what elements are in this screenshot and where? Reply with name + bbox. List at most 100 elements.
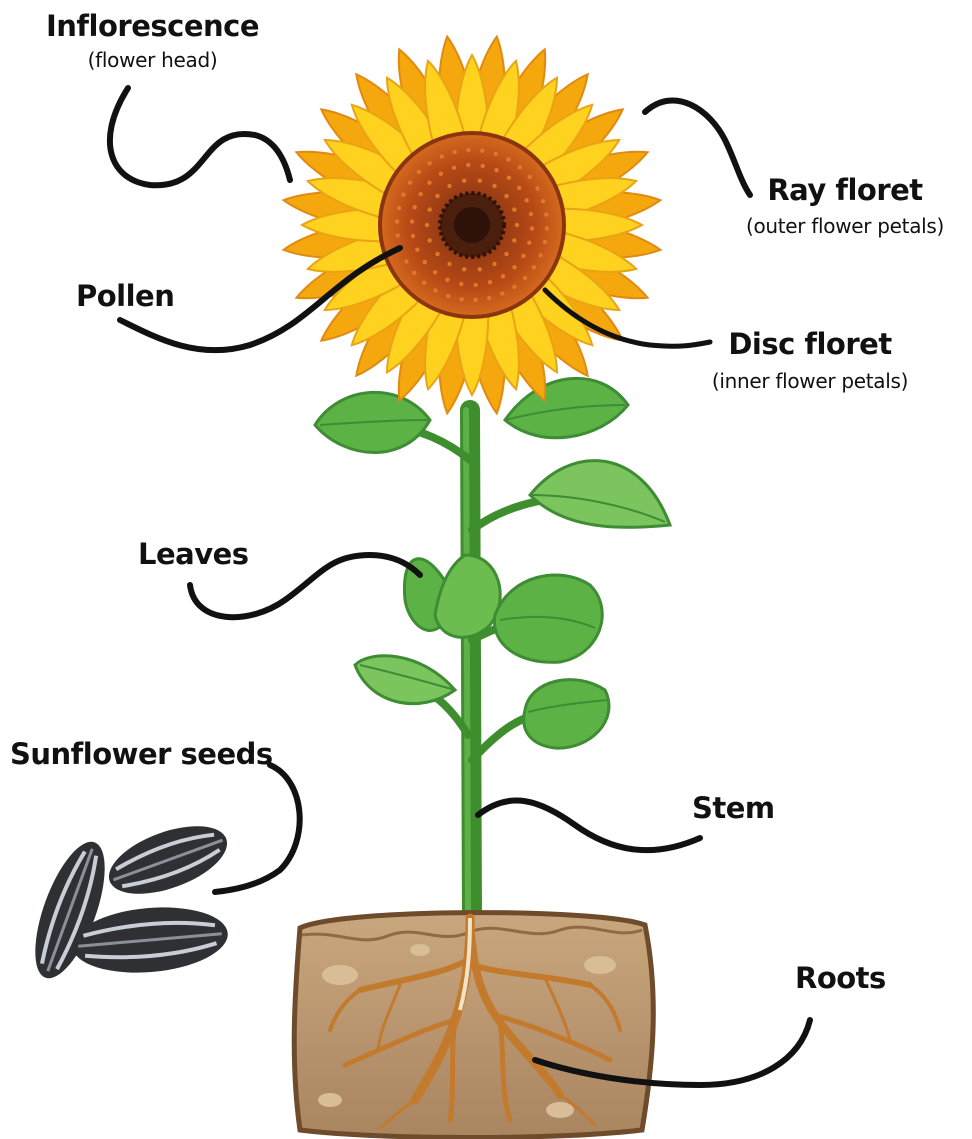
disc-floret-dot <box>411 234 415 238</box>
leaf-icon <box>315 392 430 452</box>
disc-floret-dot <box>494 168 498 172</box>
disc-floret-dot <box>422 281 426 285</box>
disc-floret-dot <box>401 193 405 197</box>
disc-floret-dot <box>527 241 531 245</box>
disc-floret-dot <box>478 267 482 271</box>
disc-floret-dot <box>541 199 545 203</box>
label-disc-floret-subtitle: (inner flower petals) <box>690 371 930 391</box>
label-leaves: Leaves <box>138 540 249 569</box>
disc-floret-dot <box>512 238 516 242</box>
disc-floret-dot <box>535 186 539 190</box>
disc-floret-dot <box>462 179 466 183</box>
disc-floret-dot <box>545 226 549 230</box>
disc-floret-dot <box>462 267 466 271</box>
disc-floret-dot <box>517 186 521 190</box>
disc-floret-dot <box>466 148 470 152</box>
disc-floret-dot <box>515 223 519 227</box>
disc-floret-dot <box>425 223 429 227</box>
disc-floret-dot <box>412 271 416 275</box>
label-pollen: Pollen <box>76 282 174 311</box>
disc-floret-dot <box>478 179 482 183</box>
leaf-icon <box>530 461 670 528</box>
label-inflorescence-subtitle: (flower head) <box>40 50 265 70</box>
disc-floret-dot <box>474 283 478 287</box>
disc-floret-dot <box>396 233 400 237</box>
disc-floret-dot <box>433 288 437 292</box>
disc-floret-dot <box>487 296 491 300</box>
disc-floret-dot <box>501 274 505 278</box>
disc-floret-dot <box>532 265 536 269</box>
disc-floret-dot <box>452 166 456 170</box>
leaf-icon <box>494 575 602 662</box>
label-ray-floret-title: Ray floret <box>720 176 970 205</box>
disc-floret-dot <box>428 207 432 211</box>
disc-floret-dot <box>397 206 401 210</box>
disc-floret-dot <box>435 252 439 256</box>
disc-floret-dot <box>530 226 534 230</box>
disc-floret-dot <box>447 184 451 188</box>
disc-floret-dot <box>427 161 431 165</box>
disc-floret-dot <box>492 262 496 266</box>
disc-floret-dot <box>480 149 484 153</box>
leaf-icon <box>505 378 628 437</box>
sunflower-head <box>281 34 662 415</box>
disc-floret-dot <box>529 212 533 216</box>
disc-floret-dot <box>415 248 419 252</box>
disc-floret-dot <box>525 198 529 202</box>
disc-floret-dot <box>418 192 422 196</box>
disc-floret-dot <box>492 184 496 188</box>
disc-floret-dot <box>433 270 437 274</box>
leaf-icon <box>524 680 609 748</box>
leader-inflorescence <box>110 88 290 185</box>
disc-floret-dot <box>512 207 516 211</box>
label-roots: Roots <box>795 964 886 993</box>
label-inflorescence-title: Inflorescence <box>40 12 265 41</box>
disc-floret-dot <box>512 285 516 289</box>
disc-floret-dot <box>466 163 470 167</box>
leader-stem <box>478 801 700 851</box>
disc-floret-dot <box>435 194 439 198</box>
label-sunflower-seeds: Sunflower seeds <box>10 740 273 769</box>
disc-floret-dot <box>521 254 525 258</box>
label-ray-floret-subtitle: (outer flower petals) <box>720 216 970 236</box>
disc-floret-dot <box>447 262 451 266</box>
disc-floret-dot <box>543 240 547 244</box>
disc-floret-dot <box>481 164 485 168</box>
leaf-icon <box>355 656 455 704</box>
disc-floret-dot <box>473 298 477 302</box>
disc-floret-dot <box>427 181 431 185</box>
disc-floret-dot <box>460 297 464 301</box>
disc-floret-dot <box>445 278 449 282</box>
disc-floret-dot <box>423 260 427 264</box>
disc-floret-dot <box>413 205 417 209</box>
disc-floret-dot <box>500 291 504 295</box>
disc-floret-dot <box>440 154 444 158</box>
disc-floret-dot <box>395 219 399 223</box>
disc-floret-dot <box>506 157 510 161</box>
disc-floret-dot <box>528 175 532 179</box>
disc-floret-dot <box>494 152 498 156</box>
disc-floret-dot <box>507 176 511 180</box>
disc-floret-dot <box>459 282 463 286</box>
disc-floret-dot <box>408 181 412 185</box>
disc-floret-dot <box>417 170 421 174</box>
leader-seeds <box>215 765 300 892</box>
disc-floret-dot <box>538 253 542 257</box>
disc-floret-dot <box>504 252 508 256</box>
disc-floret-dot <box>439 172 443 176</box>
disc-floret-dot <box>446 294 450 298</box>
disc-floret-dot <box>512 265 516 269</box>
disc-floret-dot <box>453 150 457 154</box>
disc-floret-dot <box>428 238 432 242</box>
disc-floret-dot <box>523 276 527 280</box>
disc-floret-dot <box>410 219 414 223</box>
disc-floret-dot <box>404 259 408 263</box>
leaf-icon <box>404 555 500 637</box>
disc-floret-dot <box>544 212 548 216</box>
sunflower-seed <box>21 812 236 986</box>
leaf-group <box>315 378 670 748</box>
label-stem: Stem <box>692 794 775 823</box>
disc-floret-dot <box>488 280 492 284</box>
disc-floret-dot <box>518 165 522 169</box>
disc-floret-dot <box>504 194 508 198</box>
